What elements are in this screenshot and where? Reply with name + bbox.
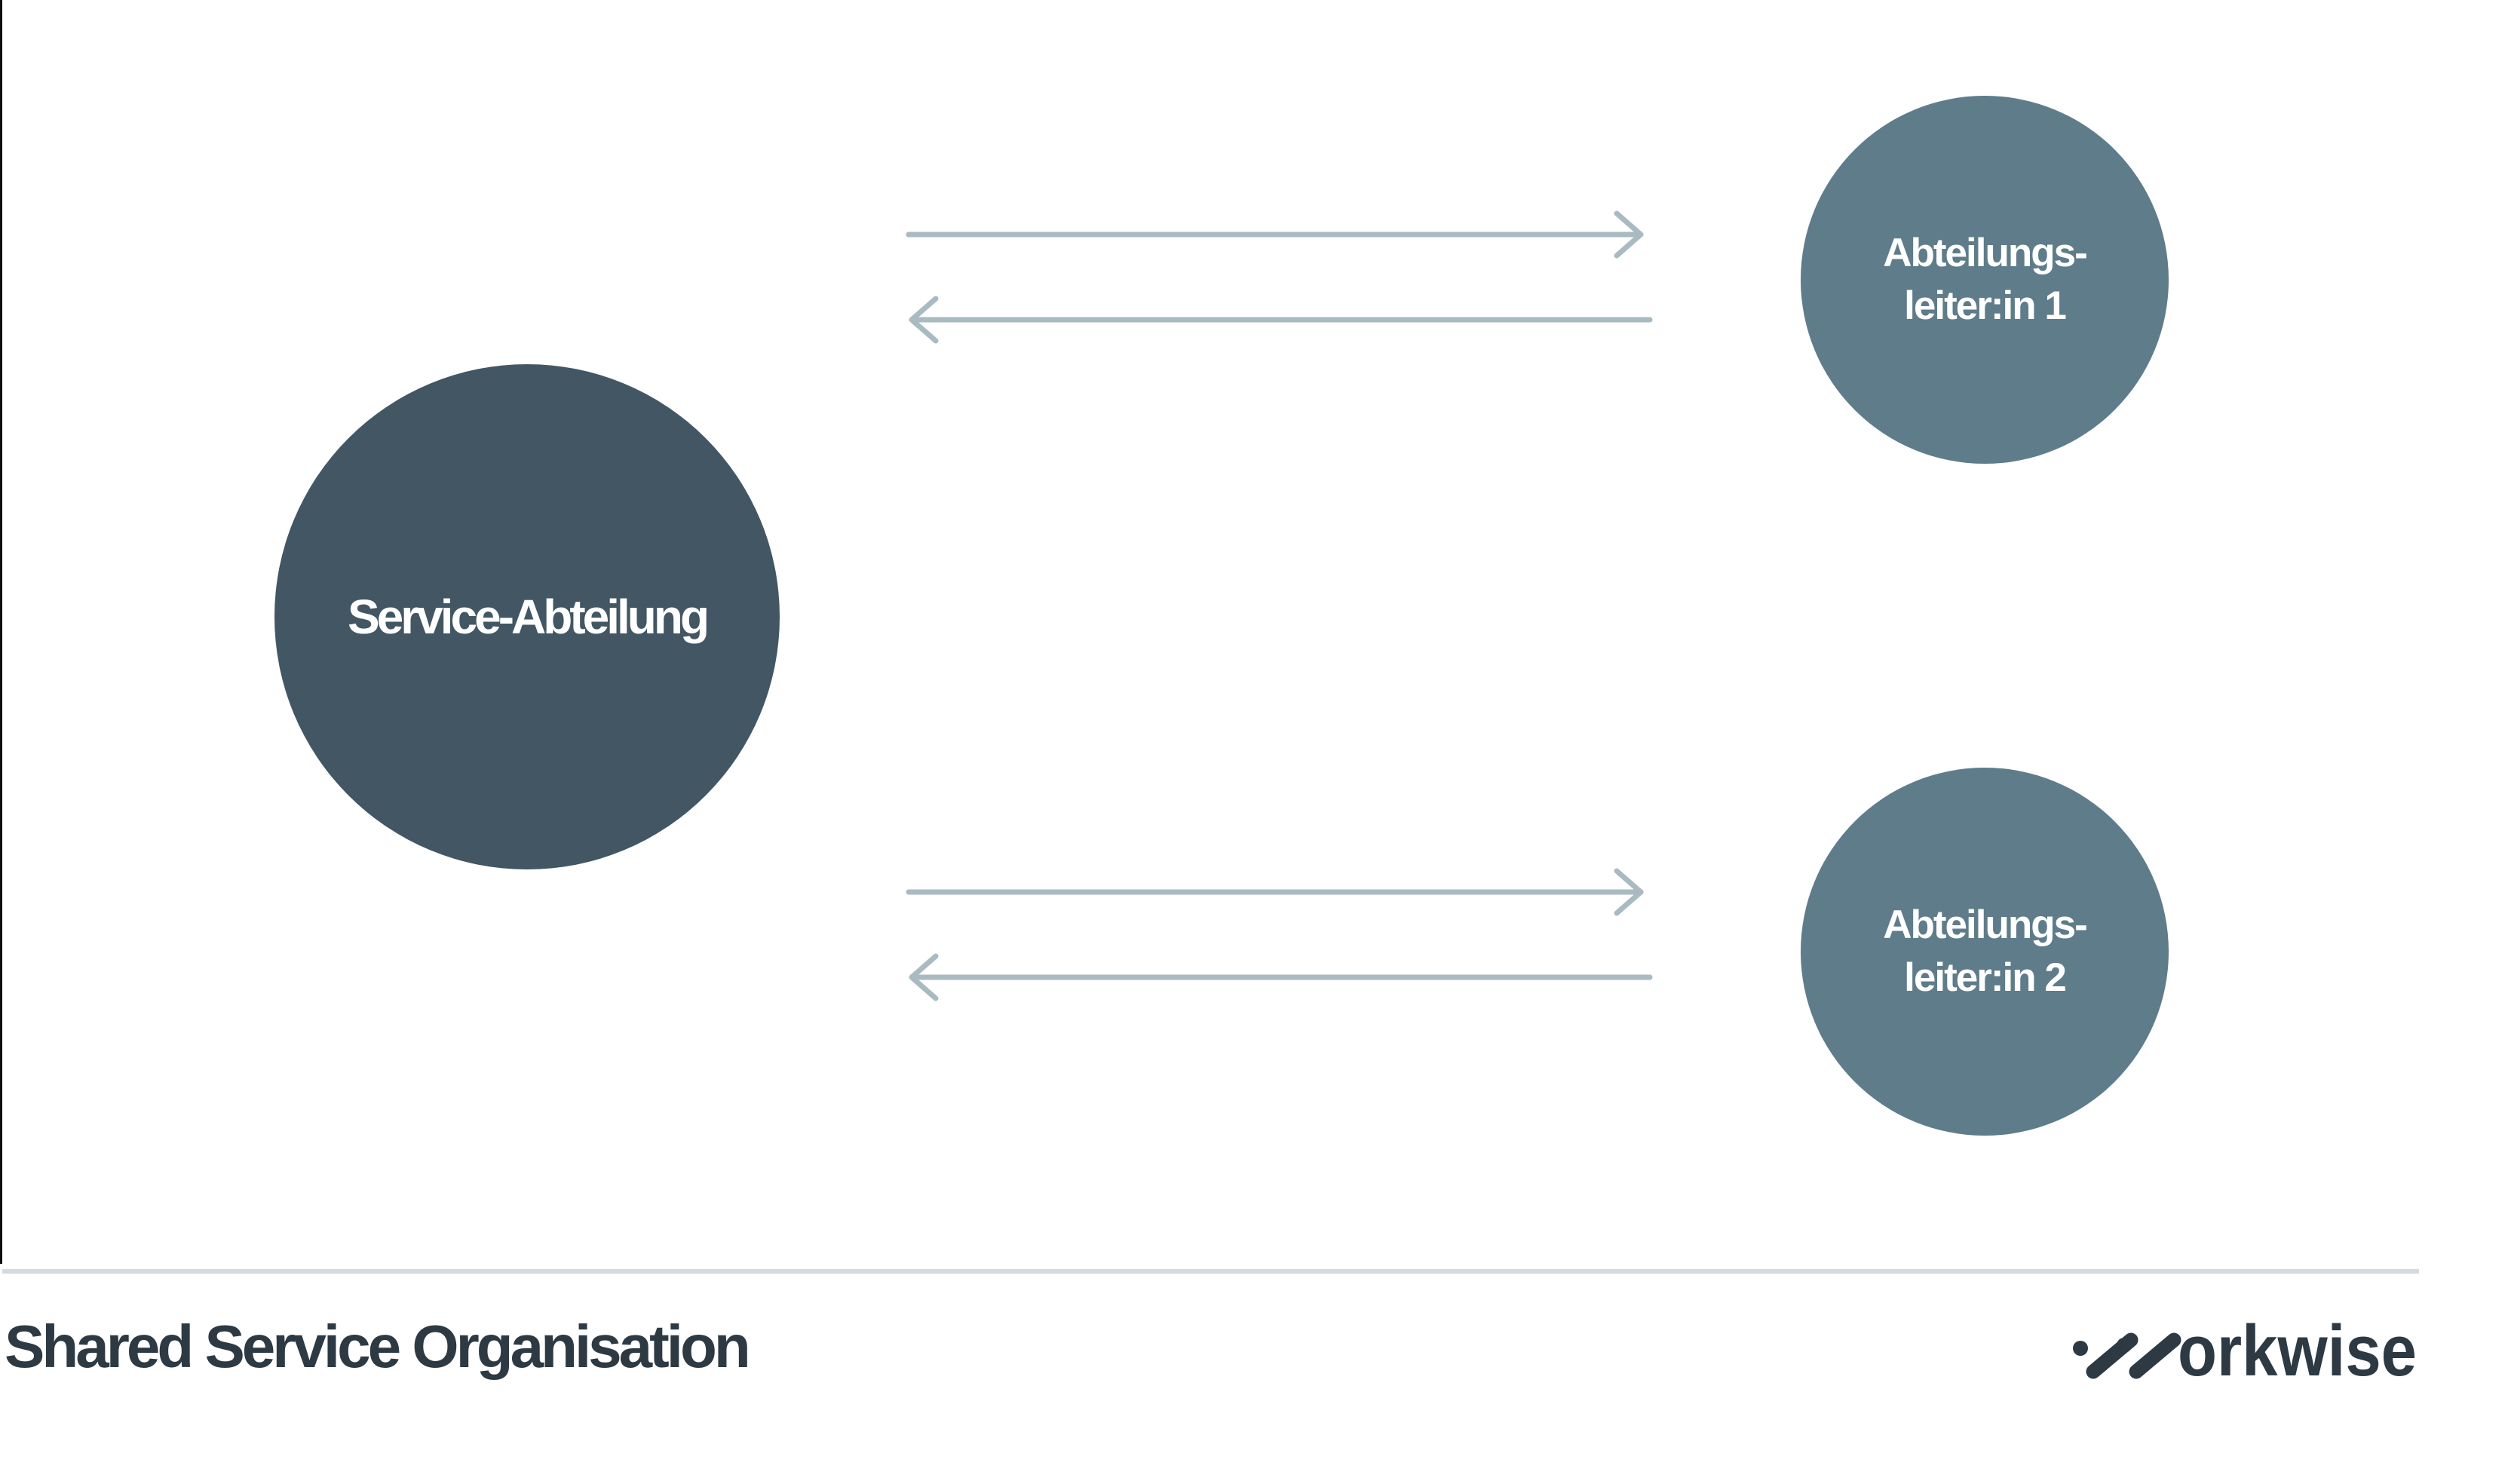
node-abteilungsleiter-2: Abteilungs- leiter:in 2	[1801, 768, 2169, 1136]
page-title: Shared Service Organisation	[5, 1313, 751, 1380]
logo-w-dot-1-icon	[2073, 1341, 2088, 1356]
logo-wordmark-text: orkwise	[2178, 1311, 2417, 1391]
left-border-line	[0, 0, 2, 1264]
arrow-left-from-leader2-icon	[909, 953, 1653, 1001]
footer-divider	[2, 1269, 2419, 1274]
node-abteilungsleiter-2-label-line1: Abteilungs-	[1883, 903, 2087, 947]
node-service-abteilung-label: Service-Abteilung	[347, 590, 710, 644]
node-abteilungsleiter-1: Abteilungs- leiter:in 1	[1801, 96, 2169, 464]
node-abteilungsleiter-1-label-line1: Abteilungs-	[1883, 231, 2087, 275]
workwise-logo: orkwise	[2073, 1311, 2417, 1391]
arrow-right-to-leader1-icon	[906, 210, 1644, 259]
node-service-abteilung: Service-Abteilung	[274, 364, 780, 869]
logo-w-stroke-2-icon	[2129, 1332, 2181, 1379]
arrow-right-to-leader2-icon	[906, 868, 1644, 916]
arrow-left-from-leader1-icon	[909, 296, 1653, 344]
node-abteilungsleiter-2-label-line2: leiter:in 2	[1904, 955, 2067, 1000]
node-abteilungsleiter-1-label-line2: leiter:in 1	[1904, 284, 2067, 328]
logo-w-dot-2-icon	[2117, 1338, 2132, 1353]
